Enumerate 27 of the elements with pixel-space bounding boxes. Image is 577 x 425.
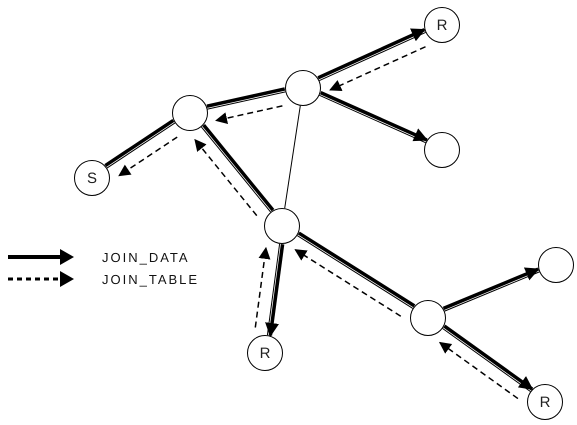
node-label: S bbox=[86, 170, 97, 186]
thick-arrow bbox=[265, 244, 284, 337]
connector-line bbox=[284, 105, 301, 209]
dashed-arrow bbox=[194, 138, 258, 216]
dashed-arrow bbox=[329, 46, 426, 91]
legend-label: JOIN_TABLE bbox=[102, 272, 200, 286]
node-label: R bbox=[436, 16, 448, 34]
dashed-arrow bbox=[118, 136, 178, 176]
node-circle bbox=[424, 7, 460, 43]
dashed-arrow bbox=[215, 105, 283, 124]
legend-label: JOIN_DATA bbox=[102, 250, 190, 264]
node-label: R bbox=[540, 394, 550, 410]
dashed-arrow bbox=[294, 249, 402, 317]
node-circle bbox=[264, 208, 300, 244]
node-label: R bbox=[260, 344, 270, 362]
connector-line bbox=[207, 91, 286, 110]
node-circle bbox=[74, 160, 110, 196]
connector-line bbox=[266, 243, 280, 336]
node-circle bbox=[424, 132, 460, 168]
node-circle bbox=[247, 335, 283, 371]
dashed-arrow bbox=[254, 246, 270, 328]
dashed-arrow bbox=[438, 342, 518, 400]
node-circle bbox=[527, 384, 563, 420]
node-circle bbox=[538, 247, 574, 283]
node-circle bbox=[172, 95, 208, 131]
node-circle bbox=[285, 70, 321, 106]
node-circle bbox=[410, 300, 446, 336]
